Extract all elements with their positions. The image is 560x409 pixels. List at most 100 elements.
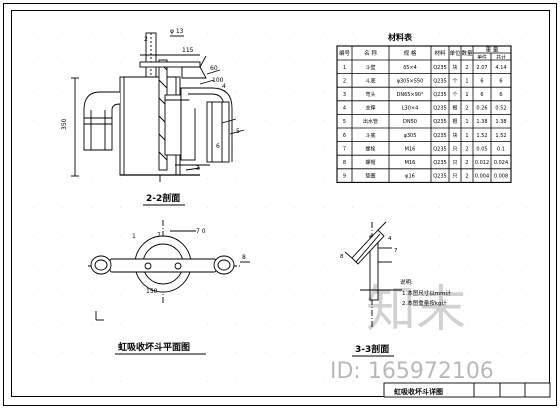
table-header-3: 材料 xyxy=(434,49,446,57)
table-cell-r7-c0: 8 xyxy=(343,160,346,166)
table-cell-r2-c7: 6 xyxy=(499,92,502,98)
table-cell-r7-c5: 2 xyxy=(465,160,468,166)
table-cell-r1-c0: 2 xyxy=(343,78,346,84)
table-cell-r4-c3: Q235 xyxy=(433,119,446,125)
outer-frame xyxy=(3,3,557,406)
table-cell-r6-c4: 只 xyxy=(452,146,457,152)
table-cell-r2-c5: 1 xyxy=(465,92,468,98)
table-header-total-weight: 共计 xyxy=(496,54,506,61)
dot-grid xyxy=(10,10,555,398)
table-cell-r0-c4: 块 xyxy=(452,64,457,71)
title-block xyxy=(383,382,551,398)
table-header-weight: 重 量 xyxy=(486,46,499,54)
point-8-label: 8 xyxy=(242,254,246,261)
point-2-label: 2 xyxy=(144,36,148,43)
table-header-1: 名 称 xyxy=(364,49,377,57)
notes-line-1: 1.本图尺寸以mm计 xyxy=(402,289,451,297)
table-cell-r0-c5: 2 xyxy=(465,65,468,71)
dim-left-label: 350 xyxy=(61,118,68,130)
plan-view-labels: 7 0 7 8 1 150 xyxy=(132,228,246,295)
section-3-3-drawing xyxy=(344,221,402,328)
table-cell-r0-c6: 2.07 xyxy=(476,65,487,71)
table-cell-r7-c2: M16 xyxy=(405,160,416,166)
table-cell-r6-c0: 7 xyxy=(343,146,346,152)
table-cell-r2-c4: 个 xyxy=(452,92,457,98)
section-3-3-labels: 4 8 7 xyxy=(340,236,398,260)
point-5-label: 5 xyxy=(236,128,240,135)
table-cell-r7-c1: 螺帽 xyxy=(365,159,375,166)
table-cell-r4-c4: 根 xyxy=(452,118,457,125)
table-cell-r7-c4: 只 xyxy=(452,160,457,166)
table-cell-r0-c1: 斗壁 xyxy=(365,64,375,71)
plan-view-title: 虹吸收坏斗平面图 xyxy=(118,341,190,353)
table-cell-r1-c6: 6 xyxy=(480,78,483,84)
point-7-label: 7 xyxy=(157,232,161,239)
section-3-3-title: 3-3剖面 xyxy=(355,343,389,355)
table-cell-r2-c0: 3 xyxy=(343,92,346,98)
table-cell-r5-c5: 1 xyxy=(465,133,468,139)
dim-top-label: φ 13 xyxy=(170,28,184,35)
notes-block: 说明: 1.本图尺寸以mm计 2.本图重量按kg计 xyxy=(400,278,451,307)
notes-title: 说明: xyxy=(400,278,413,286)
table-header-0: 编号 xyxy=(339,49,351,57)
table-cell-r6-c2: M16 xyxy=(405,146,416,152)
table-header-2: 规 格 xyxy=(404,49,417,57)
table-cell-r0-c3: Q235 xyxy=(433,65,446,71)
table-cell-r5-c4: 块 xyxy=(452,132,457,139)
watermark-id: ID: 165972106 xyxy=(330,359,494,384)
table-cell-r4-c0: 5 xyxy=(343,119,346,125)
table-cell-r3-c5: 2 xyxy=(465,106,468,112)
table-cell-r0-c7: 4.14 xyxy=(495,65,506,71)
table-cell-r7-c3: Q235 xyxy=(433,160,446,166)
table-header-unit-weight: 单件 xyxy=(477,54,487,61)
table-header-4: 单位 xyxy=(449,49,461,57)
point-7-label-b: 7 xyxy=(394,248,398,254)
table-cell-r8-c1: 垫圈 xyxy=(365,173,375,180)
table-cell-r8-c2: φ16 xyxy=(405,174,415,180)
table-cell-r4-c6: 1.38 xyxy=(476,119,487,125)
table-cell-r1-c2: φ305×550 xyxy=(397,78,424,84)
table-cell-r8-c3: Q235 xyxy=(433,174,446,180)
plan-view-drawing xyxy=(88,220,250,321)
table-cell-r0-c0: 1 xyxy=(343,65,346,71)
section-2-2-labels: φ 13 115 60 100 350 4 5 2 3 6 xyxy=(61,28,240,172)
section-2-2-drawing xyxy=(71,32,245,182)
table-cell-r4-c7: 1.38 xyxy=(495,119,506,125)
table-cell-r1-c1: 斗底 xyxy=(365,77,375,84)
table-cell-r8-c0: 9 xyxy=(343,174,346,180)
table-cell-r2-c3: Q235 xyxy=(433,92,446,98)
table-cell-r1-c7: 6 xyxy=(499,78,502,84)
table-cell-r8-c5: 2 xyxy=(465,174,468,180)
dim-70-label: 7 0 xyxy=(196,228,206,235)
table-cell-r6-c5: 2 xyxy=(465,146,468,152)
table-header-5: 数量 xyxy=(461,49,473,57)
table-cell-r2-c6: 6 xyxy=(480,92,483,98)
table-cell-r8-c4: 只 xyxy=(452,174,457,180)
table-cell-r7-c7: 0.024 xyxy=(494,160,508,166)
table-cell-r0-c2: δ5×4 xyxy=(403,65,417,71)
point-4-label: 4 xyxy=(222,83,226,90)
table-cell-r3-c4: 根 xyxy=(452,105,457,112)
table-cell-r6-c7: 0.1 xyxy=(497,146,505,152)
table-cell-r3-c2: L30×4 xyxy=(402,106,419,112)
point-6-label: 6 xyxy=(216,143,220,150)
point-8-label-b: 8 xyxy=(340,254,344,260)
table-cell-r6-c3: Q235 xyxy=(433,146,446,152)
table-cell-r5-c1: 斗底 xyxy=(365,132,375,139)
table-cell-r5-c7: 1.52 xyxy=(495,133,506,139)
table-cell-r2-c1: 弯头 xyxy=(365,91,375,98)
dim-150-label: 150 xyxy=(146,288,158,295)
table-cell-r3-c1: 支撑 xyxy=(365,105,375,112)
table-cell-r5-c3: Q235 xyxy=(433,133,446,139)
table-cell-r6-c1: 螺栓 xyxy=(365,145,375,152)
table-cell-r4-c2: DN50 xyxy=(403,119,417,125)
table-cell-r1-c4: 个 xyxy=(452,78,457,84)
table-cell-r1-c5: 1 xyxy=(465,78,468,84)
table-cell-r6-c6: 0.05 xyxy=(476,146,487,152)
watermark-logo: 知末 xyxy=(366,280,466,338)
table-cell-r5-c6: 1.52 xyxy=(476,133,487,139)
table-cell-r2-c2: DN65×90° xyxy=(396,92,424,98)
table-cell-r5-c2: φ305 xyxy=(404,133,417,139)
